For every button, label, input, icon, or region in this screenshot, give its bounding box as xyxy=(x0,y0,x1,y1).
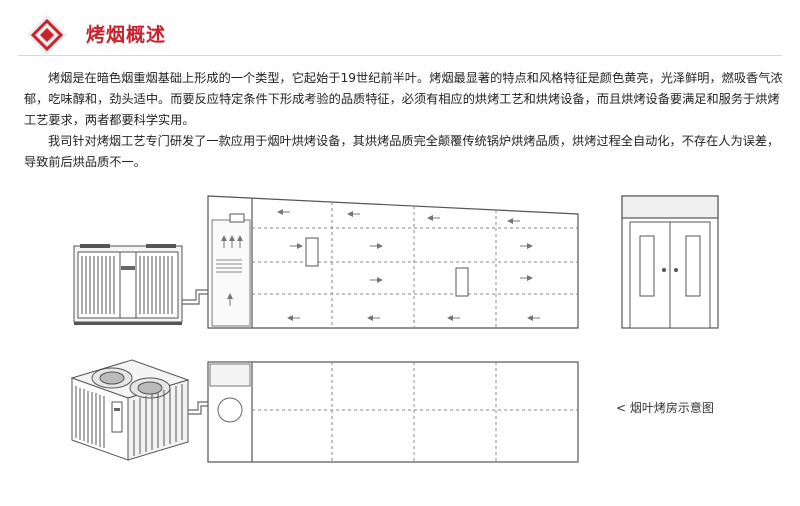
heat-pump-unit-front xyxy=(73,244,183,325)
page-header: 烤烟概述 xyxy=(0,0,800,60)
connecting-pipes xyxy=(182,289,208,415)
barn-front-elevation xyxy=(621,195,719,329)
header-divider xyxy=(18,55,782,56)
barn-plan-view xyxy=(207,361,579,463)
intro-paragraph-2-text: 我司针对烤烟工艺专门研发了一款应用于烟叶烘烤设备，其烘烤品质完全颠覆传统锅炉烘烤… xyxy=(24,134,780,169)
intro-paragraph-1: 烤烟是在暗色烟重烟基础上形成的一个类型，它起始于19世纪前半叶。烤烟最显著的特点… xyxy=(24,68,784,131)
intro-paragraph-2: 我司针对烤烟工艺专门研发了一款应用于烟叶烘烤设备，其烘烤品质完全颠覆传统锅炉烘烤… xyxy=(24,131,784,173)
page-title: 烤烟概述 xyxy=(86,24,167,46)
curing-barn-diagram xyxy=(70,195,719,463)
barn-side-elevation xyxy=(207,195,579,329)
diagram-caption: < 烟叶烤房示意图 xyxy=(616,401,714,415)
heat-pump-unit-isometric xyxy=(70,359,190,461)
diamond-logo-icon xyxy=(26,14,68,56)
intro-paragraph-1-text: 烤烟是在暗色烟重烟基础上形成的一个类型，它起始于19世纪前半叶。烤烟最显著的特点… xyxy=(24,71,783,127)
